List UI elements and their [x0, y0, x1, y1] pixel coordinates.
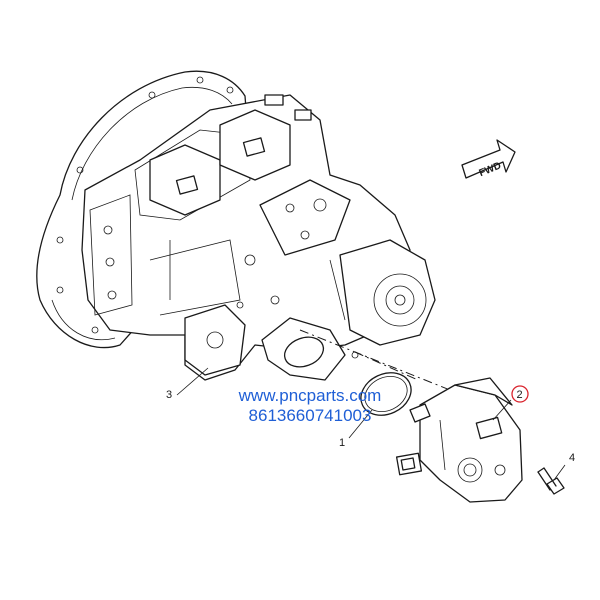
watermark-url: www.pncparts.com [238, 386, 382, 405]
mounting-bolt [537, 467, 565, 495]
watermark-phone: 8613660741003 [248, 406, 372, 425]
leader-line-4 [553, 464, 566, 481]
assembly-axis-line-2 [354, 351, 419, 381]
callout-1: 1 [339, 437, 345, 449]
callout-2-highlight [511, 385, 529, 403]
leader-line-3 [176, 367, 209, 396]
leader-line-2 [492, 399, 512, 421]
main-pump-assembly [81, 94, 436, 381]
o-ring [360, 372, 412, 416]
callout-2: 2 [517, 389, 523, 401]
o-ring-inner [364, 375, 408, 413]
callout-4: 4 [569, 452, 575, 464]
gear-pump [395, 377, 523, 503]
callout-3: 3 [166, 389, 172, 401]
leader-line-1 [348, 409, 373, 439]
fwd-direction-arrow: FWD [461, 139, 516, 179]
